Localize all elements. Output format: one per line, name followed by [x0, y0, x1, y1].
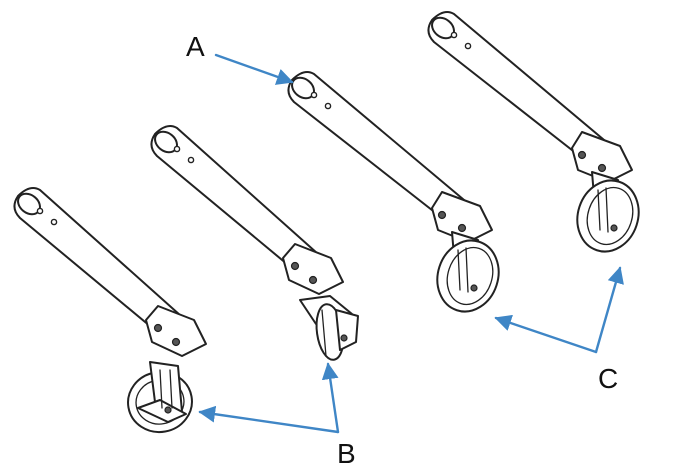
arrow-b-right — [321, 362, 340, 434]
caster-leg-1 — [13, 187, 208, 434]
arrow-c-right — [594, 266, 624, 354]
callout-arrows — [198, 53, 624, 434]
label-a: A — [186, 31, 205, 62]
label-b: B — [337, 438, 356, 469]
label-c: C — [598, 363, 618, 394]
arrow-c-left — [494, 314, 598, 354]
arrow-a — [214, 53, 294, 85]
caster-leg-2 — [150, 125, 359, 361]
arrow-b-left — [198, 405, 340, 434]
